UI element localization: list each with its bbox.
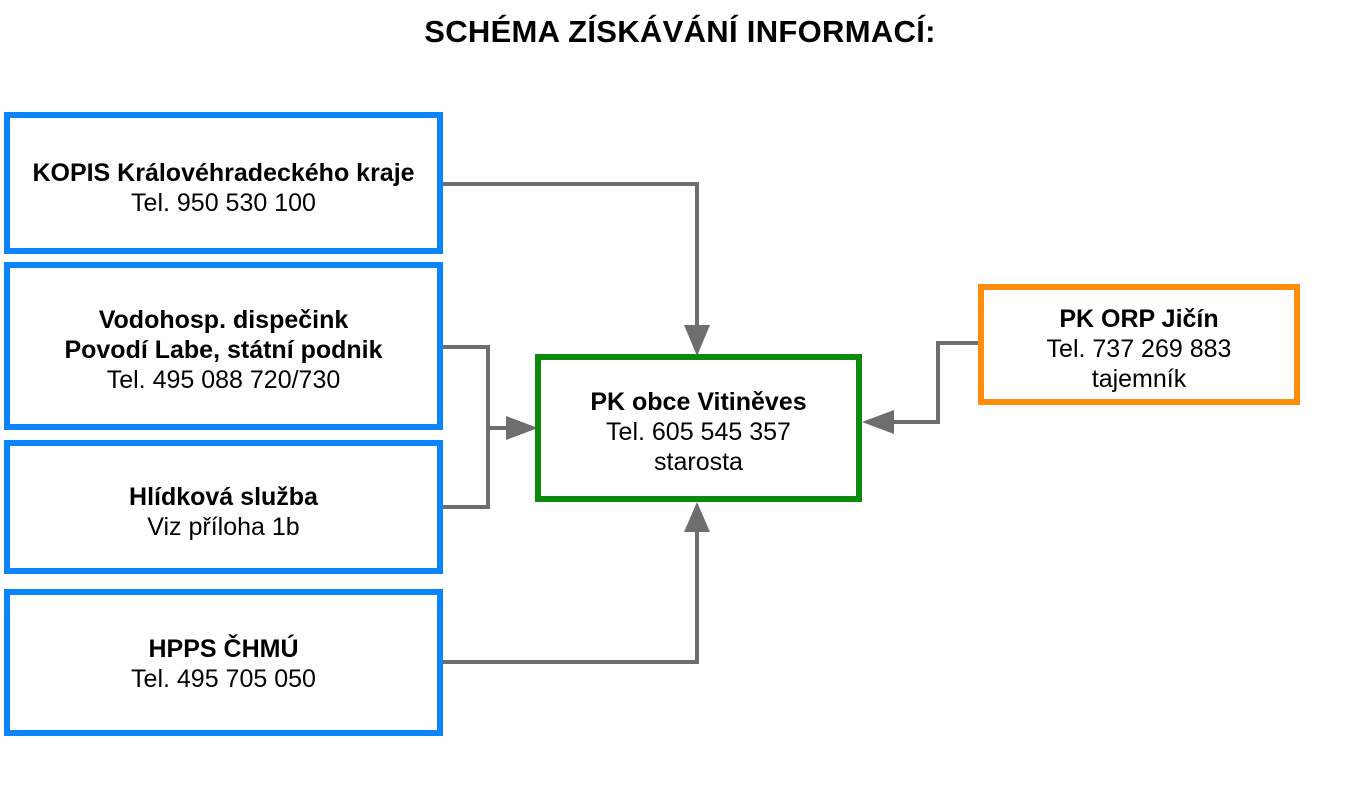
source-phone: Tel. 495 705 050 [131, 665, 316, 693]
center-name: PK obce Vitiněves [590, 388, 807, 416]
source-box-kopis: KOPIS Královéhradeckého kraje Tel. 950 5… [4, 112, 443, 254]
connector-orp-to-center [888, 341, 980, 424]
source-name: Hlídková služba [129, 483, 318, 511]
center-role: starosta [654, 448, 743, 476]
source-name: KOPIS Královéhradeckého kraje [32, 159, 415, 187]
arrowhead-left-icon [862, 410, 894, 434]
connector-kopis-to-center [441, 182, 699, 333]
orp-phone: Tel. 737 269 883 [1046, 335, 1232, 363]
connector-povodi-hlidkova-to-center [441, 345, 512, 509]
source-phone: Tel. 495 088 720/730 [106, 366, 341, 394]
center-box-pk-obce: PK obce Vitiněves Tel. 605 545 357 staro… [535, 354, 862, 502]
source-note: Viz příloha 1b [147, 513, 300, 541]
orp-name: PK ORP Jičín [1059, 305, 1219, 333]
source-name-line1: Vodohosp. dispečink [98, 306, 349, 334]
source-box-povodi: Vodohosp. dispečink Povodí Labe, státní … [4, 262, 443, 430]
arrowhead-down-icon [684, 325, 710, 356]
source-phone: Tel. 950 530 100 [131, 189, 316, 217]
orp-box-jicin: PK ORP Jičín Tel. 737 269 883 tajemník [978, 284, 1300, 405]
source-box-chmu: HPPS ČHMÚ Tel. 495 705 050 [4, 589, 443, 736]
arrowhead-up-icon [684, 502, 710, 532]
source-name: HPPS ČHMÚ [148, 635, 299, 663]
orp-role: tajemník [1091, 365, 1187, 393]
center-phone: Tel. 605 545 357 [606, 418, 791, 446]
diagram-title: SCHÉMA ZÍSKÁVÁNÍ INFORMACÍ: [424, 14, 936, 49]
source-box-hlidkova: Hlídková služba Viz příloha 1b [4, 440, 443, 574]
arrowhead-right-icon [506, 416, 538, 440]
source-name-line2: Povodí Labe, státní podnik [64, 336, 383, 364]
connector-chmu-to-center [441, 528, 699, 664]
